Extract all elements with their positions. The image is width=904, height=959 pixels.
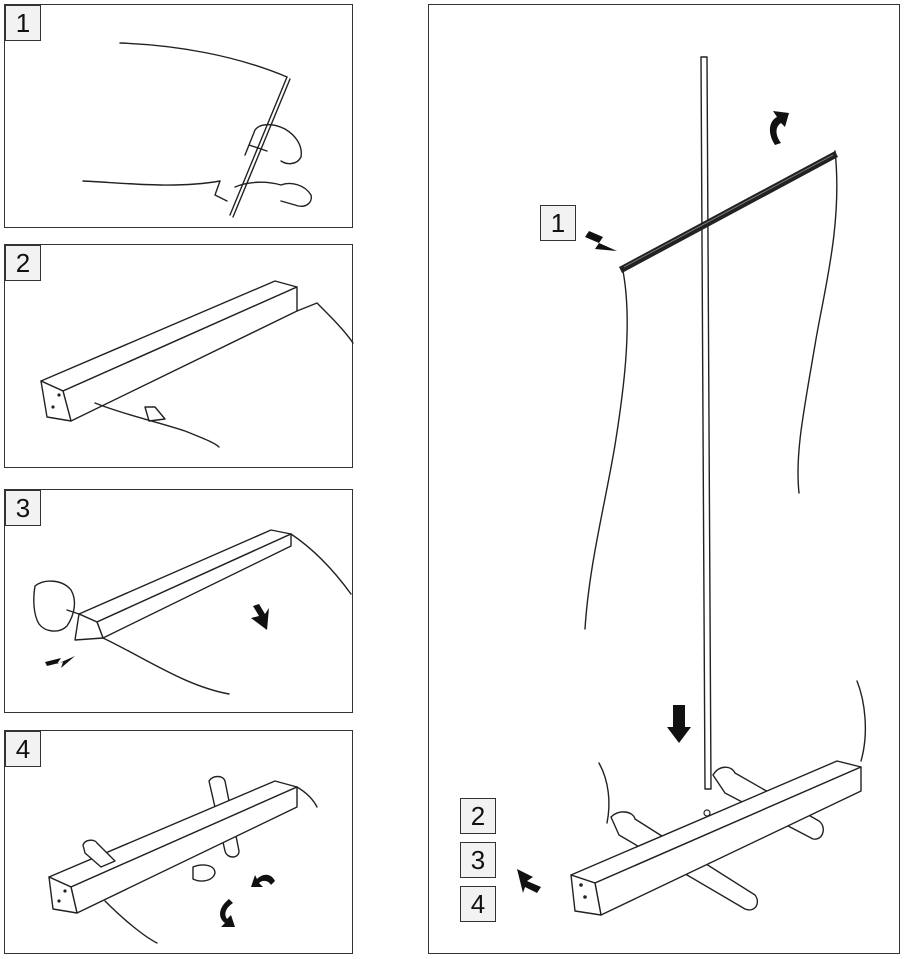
banner-lower-left [598,762,610,824]
banner-sheet [144,406,166,422]
pole-socket [703,809,711,817]
banner-bottom-edge [82,180,221,186]
arrow-icon [667,705,691,743]
banner-right-edge [797,150,838,494]
foot-tube [192,864,216,882]
hand-icon [33,580,80,632]
main-label-2: 2 [460,798,496,834]
banner-sheet [296,786,318,808]
step-4-illustration [48,775,318,944]
top-rail [619,151,838,273]
step-1-illustration [82,42,312,218]
base-end-cap [570,874,602,916]
step-number-2: 2 [5,245,41,281]
banner-sheet [296,302,354,344]
hand-icon [244,123,302,165]
main-label-3: 3 [460,842,496,878]
banner-lower-right [856,680,867,762]
screw [51,405,55,409]
main-assembly-panel: 1 2 3 4 [428,4,900,954]
base-top [40,280,298,392]
banner-sheet [102,637,230,695]
top-rail-highlight [623,154,834,268]
step-3-illustration [33,529,352,695]
screw [63,889,67,893]
banner-left-edge [584,270,628,630]
base-front [62,286,298,422]
step-1-panel: 1 [4,4,353,228]
step-number-1: 1 [5,5,41,41]
main-label-4: 4 [460,886,496,922]
arrow-icon [45,656,75,668]
base-end-cap [40,380,72,422]
foot-tube [82,839,116,868]
curved-arrow-icon [251,874,275,887]
curved-arrow-icon [769,111,789,145]
step-4-panel: 4 [4,730,353,954]
hand-icon [234,181,312,207]
main-illustration [517,56,867,916]
base-end-cap [48,876,78,914]
screw [583,895,587,899]
support-pole [700,56,712,790]
arrow-icon [517,869,541,893]
step-number-3: 3 [5,490,41,526]
banner-sheet [290,533,352,595]
step-2-illustration [40,280,354,448]
banner-sheet [94,402,220,448]
banner-corner [214,180,228,202]
main-label-1: 1 [540,205,576,241]
curved-arrow-icon [220,899,235,927]
screw [57,899,61,903]
screw [57,393,61,397]
step-3-panel: 3 [4,489,353,713]
step-2-panel: 2 [4,244,354,468]
screw [579,883,583,887]
top-rail [229,76,291,218]
banner-top-edge [119,42,288,78]
banner-sheet [104,900,158,944]
arrow-icon [251,604,269,630]
base-top [48,780,298,888]
arrow-icon [585,231,617,251]
step-number-4: 4 [5,731,41,767]
